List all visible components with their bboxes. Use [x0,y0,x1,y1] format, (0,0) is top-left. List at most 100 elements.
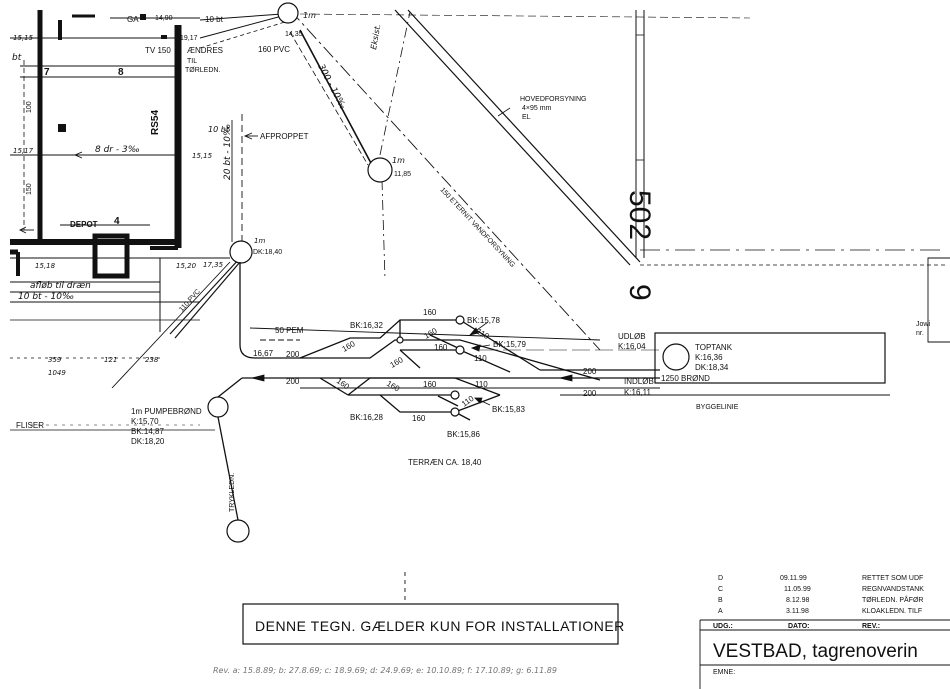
bt-label: bt [12,53,22,63]
dim-200-a: 200 [286,350,300,359]
rev-row-a-date: 3.11.98 [786,608,809,615]
rev-row-a-letter: A [718,608,723,615]
header-rev: REV.: [862,623,880,630]
level-1517: 15,17 [13,147,34,155]
afloeb-label: afløb til dræn [30,281,91,291]
manhole-left [229,240,253,264]
udlob-k: K:16,04 [618,342,646,351]
right-fragment-line1: Jowi [916,321,930,328]
rev-row-c-letter: C [718,586,723,593]
level-1490: 14,90 [155,15,173,22]
manhole-center [367,157,393,183]
terraen-label: TERRÆN CA. 18,40 [408,458,482,467]
handwritten-502: 502 [623,190,656,240]
eksist-label: Eksist. [369,23,382,50]
toptank-box [654,332,886,384]
manhole-center-label: 1m [392,156,405,165]
pumpebroend-3: BK:14,87 [131,427,164,436]
til-label: TIL [187,58,197,65]
eternit-label: 150 ETERNIT VANDFORSYNING [439,187,516,269]
bk-1579: BK:15,79 [493,340,526,349]
bk-1632: BK:16,32 [350,321,383,330]
indlob-label: INDLØB [624,377,654,386]
dim-160-h: 160 [423,380,437,389]
note-box [242,603,619,645]
dim-150: 150 [26,183,33,195]
level-1515b: 15,15 [192,152,213,160]
rs54-label: RS54 [150,110,161,135]
pem50-label: 50 PEM [275,326,304,335]
room-7-label: 7 [44,67,50,78]
header-dato: DATO: [788,623,810,630]
rev-row-b-letter: B [718,597,723,604]
pumpebroend-circle [207,396,229,418]
titleblock-emne: EMNE: [713,669,735,676]
manifold-wells [396,315,465,417]
toptank-k: K:16,36 [695,353,723,362]
level-1735: 17,35 [203,261,224,269]
bk-1583: BK:15,83 [492,405,525,414]
ga-label: GA [127,15,139,24]
fliser-label: FLISER [16,421,44,430]
level-1917: 19,17 [180,35,198,42]
dim-110-d: 110 [460,394,476,409]
level-1520: 15,20 [176,262,197,270]
manhole-left-dk: DK:18,40 [253,249,282,256]
toptank-label: TOPTANK [695,343,733,352]
indlob-k: K:16,11 [624,388,652,397]
slope-10bt: 10 bt - 10‰ [18,292,74,302]
trykledn-end-circle [226,519,250,543]
right-fragment-box [927,257,950,343]
tv150-label: TV 150 [145,46,171,55]
udlob-label: UDLØB [618,332,646,341]
manhole-top-level: 14,35 [285,31,303,38]
right-fragment-line2: nr. [916,330,924,337]
manhole-left-label: 1m [254,237,265,245]
revision-line: Rev. a: 15.8.89; b: 27.8.69; c: 18.9.69;… [213,666,557,675]
dim-110-a: 110 [475,327,491,341]
bt10-mid: 10 bt [208,125,230,134]
rev-row-d-text: RETTET SOM UDF [862,575,923,582]
rev-row-c-text: REGNVANDSTANK [862,586,924,593]
torledn-label: TØRLEDN. [185,67,220,74]
brond-label: 1250 BRØND [661,374,710,383]
rev-row-b-text: TØRLEDN. PÅFØR [862,595,923,604]
rev-row-d-letter: D [718,575,723,582]
dim-110-c: 110 [475,380,488,389]
rev-row-c-date: 11.05.99 [784,586,811,593]
revision-table [699,619,950,689]
titleblock-title: VESTBAD, tagrenoverin [713,641,918,662]
bk-1628: BK:16,28 [350,413,383,422]
hovedforsyning-1: HOVEDFORSYNING [520,96,587,103]
level-238: 238 [145,356,159,364]
dim-200-c: 200 [583,367,597,376]
dim-160-a: 160 [423,308,437,317]
level-121: 121 [104,356,117,364]
hovedforsyning-2: 4×95 mm [522,105,552,112]
level-359: 359 [48,356,62,364]
room-4-label: 4 [114,216,120,227]
level-1667: 16,67 [253,349,274,358]
dim-200-b: 200 [286,377,300,386]
bt20-label: 20 bt - 10‰ [223,124,233,180]
level-1518: 15,18 [35,262,56,270]
level-1515: 15,15 [13,34,34,42]
note-text: DENNE TEGN. GÆLDER KUN FOR INSTALLATIONE… [255,618,625,634]
dim-160-d: 160 [434,343,448,352]
aendres-label: ÆNDRES [187,46,223,55]
manhole-top-label: 1m [303,11,316,20]
bk-1578: BK:15,78 [467,316,500,325]
toptank-dk: DK:18,34 [695,363,729,372]
dim-160-i: 160 [412,414,426,423]
room-8-label: 8 [118,67,124,78]
pumpebroend-1: 1m PUMPEBRØND [131,407,202,416]
slope-300: 300 - 10‰ [315,63,347,112]
rev-row-a-text: KLOAKLEDN. TILF [862,608,922,615]
dim-110-b: 110 [474,354,487,363]
trykledn-label: TRYKLEDN. [229,473,236,512]
manhole-center-level: 11,85 [394,171,411,178]
rev-row-d-date: 09.11.99 [780,575,807,582]
toptank-circle [662,343,690,371]
hovedforsyning-3: EL [522,114,531,121]
